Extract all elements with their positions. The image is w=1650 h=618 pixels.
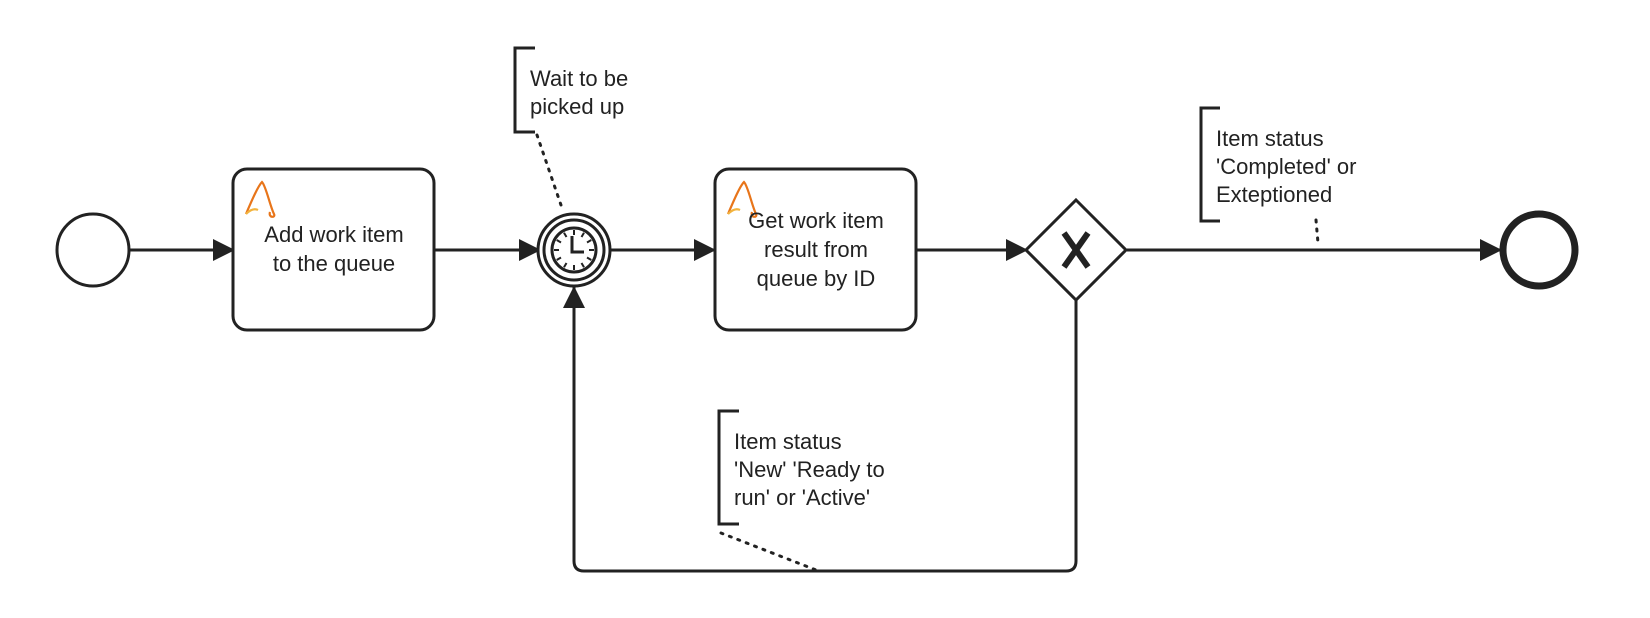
annotation-completed-line-3: Exteptioned (1216, 182, 1332, 207)
task-get-label-line-1: Get work item (748, 208, 884, 233)
annotation-wait-line-1: Wait to be (530, 66, 628, 91)
timer-intermediate-event[interactable] (536, 212, 612, 288)
annotation-loop-line-3: run' or 'Active' (734, 485, 870, 510)
annotation-completed-line-1: Item status (1216, 126, 1324, 151)
annotation-loop[interactable]: Item status 'New' 'Ready to run' or 'Act… (717, 409, 885, 526)
start-event[interactable] (55, 212, 131, 288)
association-wait (535, 133, 564, 210)
exclusive-gateway[interactable] (1023, 197, 1129, 303)
annotation-loop-line-1: Item status (734, 429, 842, 454)
x-marker-icon (1061, 231, 1091, 269)
task-add-label-line-2: to the queue (273, 251, 395, 276)
end-event[interactable] (1499, 210, 1579, 290)
task-add-label-line-1: Add work item (264, 222, 403, 247)
flow-gateway-loop-back[interactable] (563, 286, 1078, 573)
task-get-label-line-2: result from (764, 237, 868, 262)
task-get-work-item[interactable]: Get work item result from queue by ID (713, 167, 918, 332)
annotation-wait[interactable]: Wait to be picked up (513, 46, 628, 134)
annotation-completed[interactable]: Item status 'Completed' or Exteptioned (1199, 106, 1356, 223)
automation-icon (244, 180, 276, 218)
association-loop (719, 531, 818, 572)
task-get-label-line-3: queue by ID (757, 266, 876, 291)
clock-icon (550, 226, 598, 274)
task-add-work-item[interactable]: Add work item to the queue (231, 167, 436, 332)
annotation-completed-line-2: 'Completed' or (1216, 154, 1356, 179)
annotation-loop-line-2: 'New' 'Ready to (734, 457, 885, 482)
annotation-wait-line-2: picked up (530, 94, 624, 119)
automation-icon (726, 180, 758, 218)
association-completed (1314, 218, 1320, 245)
